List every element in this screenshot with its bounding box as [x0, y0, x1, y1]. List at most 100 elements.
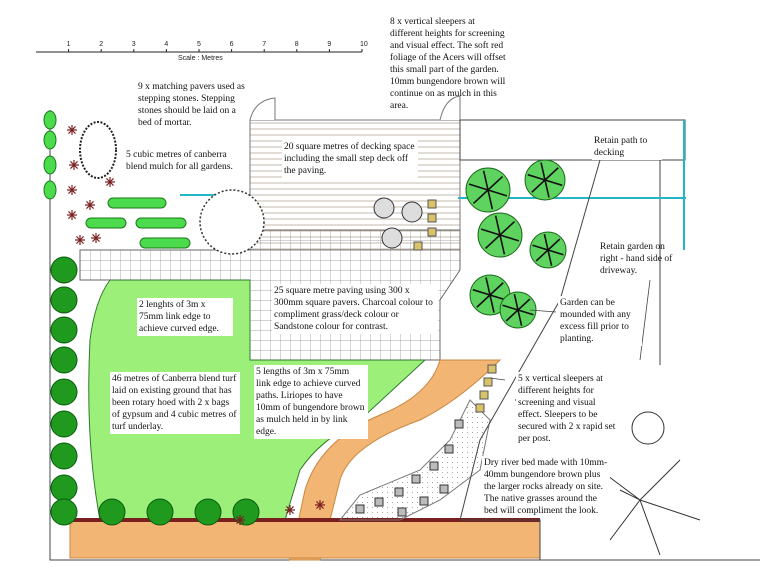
- red-shrub-spoke: [79, 236, 84, 241]
- dry-river-bed: [338, 399, 491, 521]
- note-turf: 46 metres of Canberra blend turf laid on…: [110, 372, 240, 434]
- tree-branch: [485, 277, 491, 296]
- red-shrub-spoke: [109, 178, 114, 183]
- scale-tick-label: 10: [360, 41, 368, 48]
- small-shrub: [43, 180, 57, 200]
- small-shrub: [43, 130, 57, 150]
- scale-tick-label: 7: [262, 41, 266, 48]
- red-shrub-spoke: [89, 201, 94, 206]
- scale-tick-label: 4: [164, 41, 168, 48]
- tree-branch: [532, 244, 549, 251]
- outline-plants: [599, 411, 701, 556]
- tree-branch: [487, 175, 504, 191]
- tree-branch: [547, 249, 564, 256]
- dark-shrub: [79, 121, 117, 179]
- hedge-shrub: [50, 346, 78, 374]
- garden-bed-right: [459, 159, 601, 560]
- note-sleepers-right: 5 x vertical sleepers at different heigh…: [516, 372, 618, 446]
- tree-branch: [499, 234, 520, 242]
- tree-branch: [499, 234, 506, 255]
- tree-branch: [484, 234, 501, 250]
- red-shrubs: [67, 125, 525, 525]
- river-rock: [411, 474, 421, 484]
- hedge-shrub: [50, 498, 78, 526]
- tree-branch: [517, 298, 531, 311]
- tree-branch: [502, 304, 519, 311]
- river-rock: [419, 496, 429, 506]
- scale-tick-label: 3: [132, 41, 136, 48]
- tree-branch: [513, 294, 519, 311]
- tree-branch: [517, 309, 523, 326]
- scale-tick-label: 1: [67, 41, 71, 48]
- note-river-bed: Dry river bed made with 10mm-40mm bungen…: [482, 456, 610, 518]
- note-retain-garden: Retain garden on right - hand side of dr…: [600, 242, 673, 276]
- tree-branch: [468, 183, 489, 191]
- note-link-edge-2: 2 lenghts of 3m x 75mm link edge to achi…: [137, 298, 233, 336]
- leader-lines: [489, 279, 651, 381]
- tree-branch: [547, 238, 561, 251]
- grey-shrub: [401, 201, 423, 223]
- tree-branch: [544, 179, 550, 198]
- note-retain-path: Retain path to decking: [592, 134, 662, 160]
- tree-branch: [480, 228, 501, 236]
- vertical-sleepers-top: [413, 199, 437, 251]
- hedge-shrub: [50, 442, 78, 470]
- grey-shrub: [373, 197, 395, 219]
- tree-branch: [544, 167, 559, 181]
- feature-trees: [373, 159, 567, 329]
- green-shrub-rows: [85, 197, 191, 249]
- red-shrub-spoke: [239, 516, 244, 521]
- red-shrub-spoke: [289, 506, 294, 511]
- bottom-path: [69, 519, 541, 559]
- tree-branch: [517, 309, 534, 316]
- river-rock: [429, 461, 439, 471]
- red-shrub-spoke: [71, 126, 76, 131]
- tree-branch: [476, 294, 491, 308]
- tree-branch: [527, 173, 546, 181]
- scale-tick-label: 9: [327, 41, 331, 48]
- grey-tree: [199, 189, 265, 255]
- scale-tick-label: 5: [197, 41, 201, 48]
- note-link-edge-5: 5 lengths of 3m x 75mm link edge to achi…: [254, 365, 368, 439]
- hedge-shrub: [50, 316, 78, 344]
- tree-branch: [499, 220, 516, 236]
- hedge-shrub: [50, 286, 78, 314]
- tree-branch: [472, 288, 491, 296]
- river-rock: [374, 497, 384, 507]
- scale-tick-label: 2: [99, 41, 103, 48]
- small-shrub: [43, 110, 57, 130]
- tree-branch: [489, 294, 495, 313]
- grey-shrub: [381, 227, 403, 249]
- note-decking: 20 square metres of decking space includ…: [282, 140, 418, 178]
- tree-branch: [472, 189, 489, 205]
- hedge-shrub: [232, 498, 260, 526]
- tree-branch: [482, 170, 489, 191]
- red-shrub-spoke: [71, 211, 76, 216]
- hedge-shrub: [50, 256, 78, 284]
- river-rock: [394, 487, 404, 497]
- note-sleepers-top: 8 x vertical sleepers at different heigh…: [390, 17, 506, 111]
- hedge-shrub: [50, 378, 78, 406]
- tree-branch: [543, 234, 549, 251]
- red-shrub-spoke: [95, 234, 100, 239]
- river-rock: [397, 507, 407, 517]
- hedge-row: [43, 110, 260, 526]
- hedge-shrub: [50, 410, 78, 438]
- vertical-sleepers-right: [475, 364, 497, 413]
- hedge-shrub: [50, 474, 78, 502]
- small-shrub: [43, 155, 57, 175]
- tree-branch: [489, 282, 504, 296]
- scale-tick-label: 6: [230, 41, 234, 48]
- red-shrub-spoke: [319, 501, 324, 506]
- tree-branch: [535, 249, 549, 262]
- tree-branch: [487, 189, 508, 197]
- door-arc: [439, 95, 461, 121]
- note-mulch: 5 cubic metres of canberra blend mulch f…: [126, 150, 233, 172]
- river-rock: [444, 444, 454, 454]
- scale-tick-label: 8: [295, 41, 299, 48]
- tree-branch: [544, 179, 563, 187]
- tree-branch: [531, 179, 546, 193]
- river-rocks: [355, 419, 464, 517]
- tree-branch: [505, 309, 519, 322]
